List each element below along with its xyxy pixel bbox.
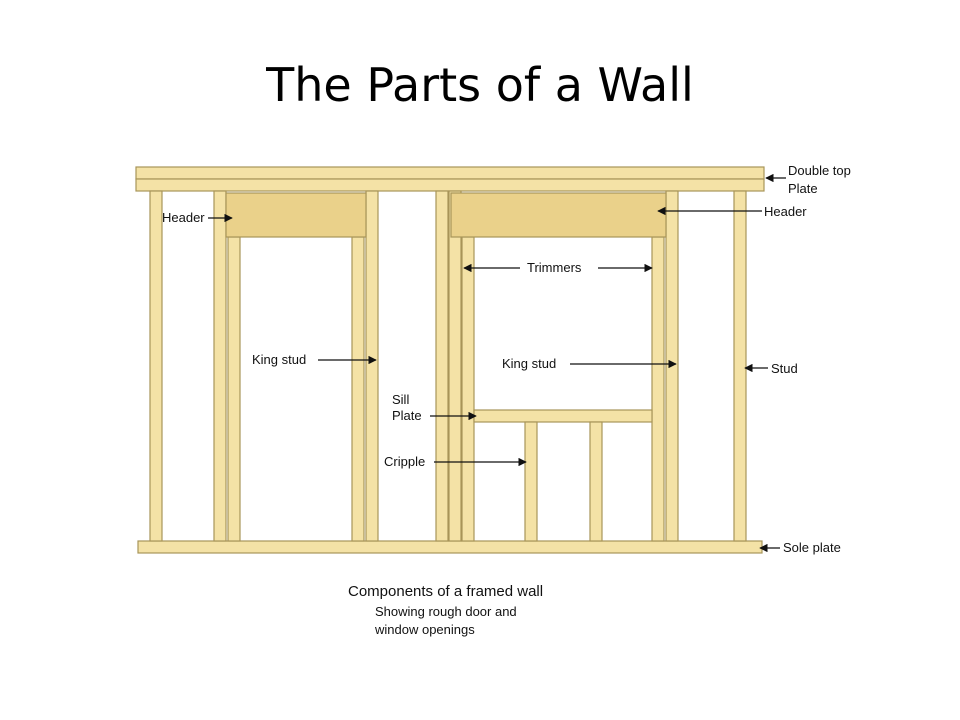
header-door — [225, 192, 367, 238]
king-stud-window-left — [448, 190, 462, 542]
label-trimmers: Trimmers — [527, 260, 582, 275]
label-header-left: Header — [162, 210, 205, 225]
page-title: The Parts of a Wall — [266, 58, 694, 112]
trimmer-door-left — [227, 236, 241, 542]
top-plate-lower — [135, 178, 765, 192]
stud-middle — [435, 190, 449, 542]
label-header-right: Header — [764, 204, 807, 219]
label-stud: Stud — [771, 361, 798, 376]
sole-plate — [137, 540, 763, 554]
king-stud-door-left — [213, 190, 227, 542]
label-sole-plate: Sole plate — [783, 540, 841, 555]
stud-right-end — [733, 190, 747, 542]
label-cripple: Cripple — [384, 454, 425, 469]
caption-line-2: Showing rough door and — [375, 604, 517, 619]
cripple-2 — [589, 421, 603, 542]
label-double-top-plate-1: Double top — [788, 163, 851, 178]
caption-line-3: window openings — [374, 622, 475, 637]
stud-left-end — [149, 190, 163, 542]
label-double-top-plate-2: Plate — [788, 181, 818, 196]
label-king-stud-left: King stud — [252, 352, 306, 367]
top-plate-upper — [135, 166, 765, 180]
label-sill-plate-1: Sill — [392, 392, 409, 407]
king-stud-window-right — [665, 190, 679, 542]
cripple-1 — [524, 421, 538, 542]
caption-line-1: Components of a framed wall — [348, 583, 543, 600]
king-stud-door-right — [365, 190, 379, 542]
trimmer-window-left — [461, 236, 475, 542]
header-window — [450, 192, 667, 238]
sill-plate — [473, 409, 653, 423]
trimmer-window-right — [651, 236, 665, 542]
trimmer-door-right — [351, 236, 365, 542]
label-king-stud-right: King stud — [502, 356, 556, 371]
label-sill-plate-2: Plate — [392, 408, 422, 423]
